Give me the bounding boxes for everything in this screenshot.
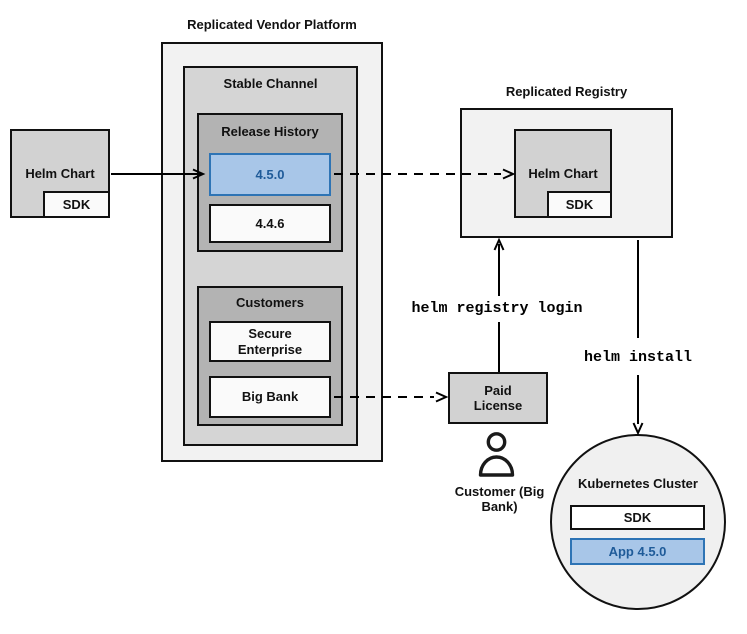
customer-caption: Customer (Big Bank) [454, 484, 545, 515]
vendor-sdk-box: SDK [43, 191, 110, 218]
release-history-label: Release History [221, 124, 319, 139]
command-registry-login: helm registry login [411, 300, 583, 317]
customer-name-label: Big Bank [241, 389, 299, 405]
cluster-sdk-box: SDK [570, 505, 705, 530]
stable-channel-label: Stable Channel [223, 76, 318, 91]
sdk-label: SDK [623, 509, 652, 525]
arrow-registry-to-cluster [632, 240, 644, 436]
sdk-label: SDK [565, 196, 594, 212]
release-version-label: 4.5.0 [255, 166, 285, 182]
cluster-app-label: App 4.5.0 [608, 543, 667, 559]
registry-title: Replicated Registry [505, 84, 628, 99]
customer-name-label: Secure Enterprise [237, 326, 303, 357]
kubernetes-cluster-title: Kubernetes Cluster [578, 476, 698, 491]
release-version-label: 4.4.6 [255, 215, 285, 231]
paid-license-label: Paid License [473, 382, 523, 413]
helm-chart-label: Helm Chart [528, 165, 598, 181]
customer-person-icon [478, 432, 515, 477]
platform-title: Replicated Vendor Platform [187, 17, 357, 32]
customer-box-secure-enterprise: Secure Enterprise [209, 321, 331, 362]
registry-sdk-box: SDK [547, 191, 612, 218]
customers-label: Customers [236, 295, 304, 310]
helm-chart-label: Helm Chart [25, 165, 95, 181]
sdk-label: SDK [62, 196, 91, 212]
paid-license-box: Paid License [448, 372, 548, 424]
release-version-box-current: 4.5.0 [209, 153, 331, 196]
cluster-app-box: App 4.5.0 [570, 538, 705, 565]
command-helm-install: helm install [583, 349, 693, 366]
release-version-box-previous: 4.4.6 [209, 204, 331, 243]
customer-box-big-bank: Big Bank [209, 376, 331, 418]
